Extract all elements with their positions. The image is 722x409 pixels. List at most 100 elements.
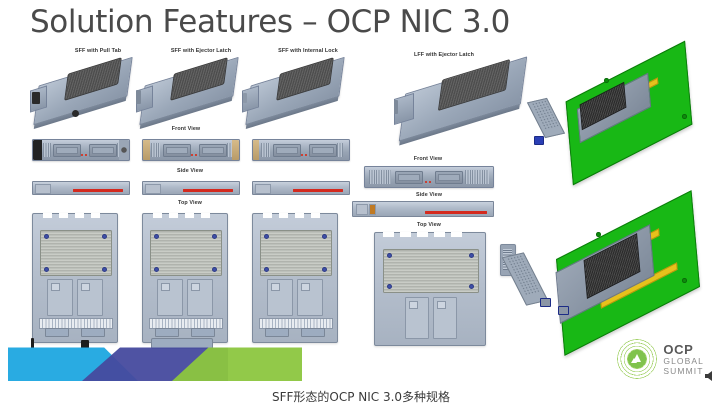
- mount-screw: [264, 234, 269, 239]
- pcb-edge-stripe: [183, 189, 233, 192]
- mount-screw: [387, 284, 392, 289]
- qsfp-cage: [77, 279, 103, 316]
- bracket-notch: [169, 213, 178, 219]
- ocp-sunburst-mark: [617, 339, 658, 379]
- side-view-sff-pull-tab: [32, 181, 130, 195]
- pull-tab-handle: [81, 340, 89, 354]
- qsfp-port: [435, 170, 463, 185]
- status-led: [191, 154, 193, 156]
- mount-screw: [102, 267, 107, 272]
- status-led: [305, 154, 307, 156]
- mount-screw: [44, 267, 49, 272]
- bracket-notch: [59, 213, 68, 219]
- render-sff-ejector-latch-iso: [134, 56, 250, 126]
- bracket-notch: [91, 213, 100, 219]
- bracket-notch: [75, 213, 84, 219]
- pull-tab-knob: [119, 140, 129, 160]
- bracket-notch: [434, 232, 445, 238]
- bracket-notch: [295, 213, 304, 219]
- latch-handle: [369, 204, 376, 215]
- qsfp-cage: [433, 297, 457, 339]
- pull-tab-knob: [72, 110, 79, 117]
- status-led: [195, 154, 197, 156]
- top-view-sff-ejector-latch: [142, 213, 228, 349]
- mount-screw: [212, 267, 217, 272]
- mount-screw: [322, 234, 327, 239]
- side-view-sff-internal-lock: [252, 181, 350, 195]
- gold-finger-edge: [259, 318, 333, 329]
- qsfp-cage: [187, 279, 213, 316]
- top-view-lff: [374, 232, 486, 346]
- render-lff-ejector-latch-iso: [392, 56, 540, 142]
- gold-finger-edge: [39, 318, 113, 329]
- connector-block: [255, 184, 271, 194]
- label-sff-pull-tab: SFF with Pull Tab: [74, 48, 122, 54]
- qsfp-port-cap: [540, 298, 551, 307]
- heatsink: [40, 230, 112, 276]
- front-view-sff-ejector-latch: [142, 139, 240, 161]
- mount-hole: [682, 114, 687, 119]
- qsfp-port: [273, 143, 301, 158]
- render-sff-pull-tab-iso: [28, 56, 144, 126]
- mount-screw: [154, 267, 159, 272]
- pull-tab: [32, 92, 40, 104]
- bracket-notch: [201, 213, 210, 219]
- blue-connector-cap: [534, 136, 544, 145]
- status-led: [425, 181, 427, 183]
- connector-block: [35, 184, 51, 194]
- pcb-edge-stripe: [73, 189, 123, 192]
- mount-screw: [387, 253, 392, 258]
- vent-strip: [261, 142, 270, 157]
- bracket-notch: [279, 213, 288, 219]
- edge-connector: [301, 328, 325, 337]
- status-led: [301, 154, 303, 156]
- mountain-peak-icon: [631, 354, 642, 363]
- status-led: [429, 181, 431, 183]
- vent-strip: [151, 142, 160, 157]
- logo-text-ocp: OCP: [663, 342, 694, 357]
- status-led: [81, 154, 83, 156]
- qsfp-port: [395, 170, 423, 185]
- side-view-lff: [352, 201, 494, 217]
- bracket-notch: [153, 213, 162, 219]
- edge-connector: [45, 328, 69, 337]
- render-pcb-assembly-bottom: [496, 190, 720, 356]
- side-view-sff-ejector-latch: [142, 181, 240, 195]
- vent-strip: [465, 169, 489, 184]
- bracket-notch: [383, 232, 394, 238]
- edge-connector: [81, 328, 105, 337]
- top-view-sff-internal-lock: [252, 213, 338, 343]
- logo-text-summit: SUMMIT: [663, 365, 704, 376]
- edge-connector: [155, 328, 179, 337]
- label-top-view-sff: Top View: [178, 200, 202, 206]
- mount-screw: [212, 234, 217, 239]
- bracket-notch: [451, 232, 462, 238]
- qsfp-port-cap: [558, 306, 569, 315]
- pull-tab-endcap: [33, 140, 42, 160]
- qsfp-cage: [267, 279, 293, 316]
- ocp-global-summit-logo: OCP GLOBAL SUMMIT: [617, 339, 704, 379]
- vent-strip: [337, 142, 343, 157]
- front-view-sff-pull-tab: [32, 139, 130, 161]
- ejector-latch: [394, 100, 398, 114]
- qsfp-port: [53, 143, 81, 158]
- bracket-notch: [185, 213, 194, 219]
- speaker-icon[interactable]: [704, 369, 718, 383]
- heatsink: [150, 230, 222, 276]
- connector-block: [145, 184, 161, 194]
- gold-finger-edge: [149, 318, 223, 329]
- edge-connector: [265, 328, 289, 337]
- qsfp-port: [199, 143, 227, 158]
- ejector-latch-right: [232, 140, 239, 160]
- mount-screw: [102, 234, 107, 239]
- label-side-view-sff: Side View: [177, 168, 203, 174]
- vent-strip: [227, 142, 232, 157]
- status-led: [85, 154, 87, 156]
- qsfp-cage: [157, 279, 183, 316]
- qsfp-cage: [405, 297, 429, 339]
- pcb-edge-stripe: [293, 189, 343, 192]
- edge-connector: [191, 328, 215, 337]
- pcb-edge-stripe: [425, 211, 487, 214]
- front-view-sff-internal-lock: [252, 139, 350, 161]
- top-view-sff-pull-tab: [31, 213, 118, 358]
